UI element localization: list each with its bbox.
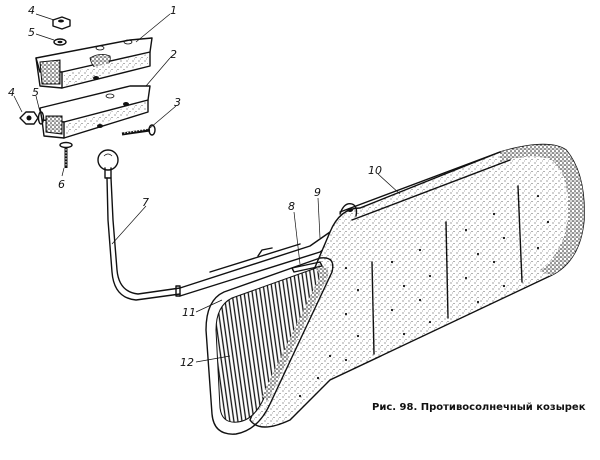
visor-body [249, 143, 585, 428]
label-8: 8 [288, 200, 295, 213]
label-9: 9 [314, 186, 321, 199]
label-3: 3 [174, 96, 181, 109]
side-nut [19, 111, 39, 125]
side-screw [121, 124, 156, 136]
figure-caption: Рис. 98. Противосолнечный козырек [372, 402, 586, 413]
label-6: 6 [58, 178, 65, 191]
visor-cutaway [205, 257, 334, 435]
label-11: 11 [182, 306, 196, 319]
label-10: 10 [368, 164, 382, 177]
label-5-side: 5 [32, 86, 39, 99]
bottom-screw [59, 141, 73, 168]
label-5-top: 5 [28, 26, 35, 39]
side-washer [37, 111, 45, 125]
label-12: 12 [180, 356, 194, 369]
lower-bracket [39, 85, 151, 139]
label-1: 1 [170, 4, 177, 17]
label-7: 7 [142, 196, 149, 209]
top-washer [53, 38, 67, 46]
upper-bracket [35, 37, 153, 89]
label-2: 2 [170, 48, 177, 61]
leader-lines [13, 13, 401, 363]
label-4-side: 4 [8, 86, 15, 99]
label-4-top: 4 [28, 4, 35, 17]
top-nut [52, 16, 71, 30]
ball-rod [97, 149, 181, 301]
